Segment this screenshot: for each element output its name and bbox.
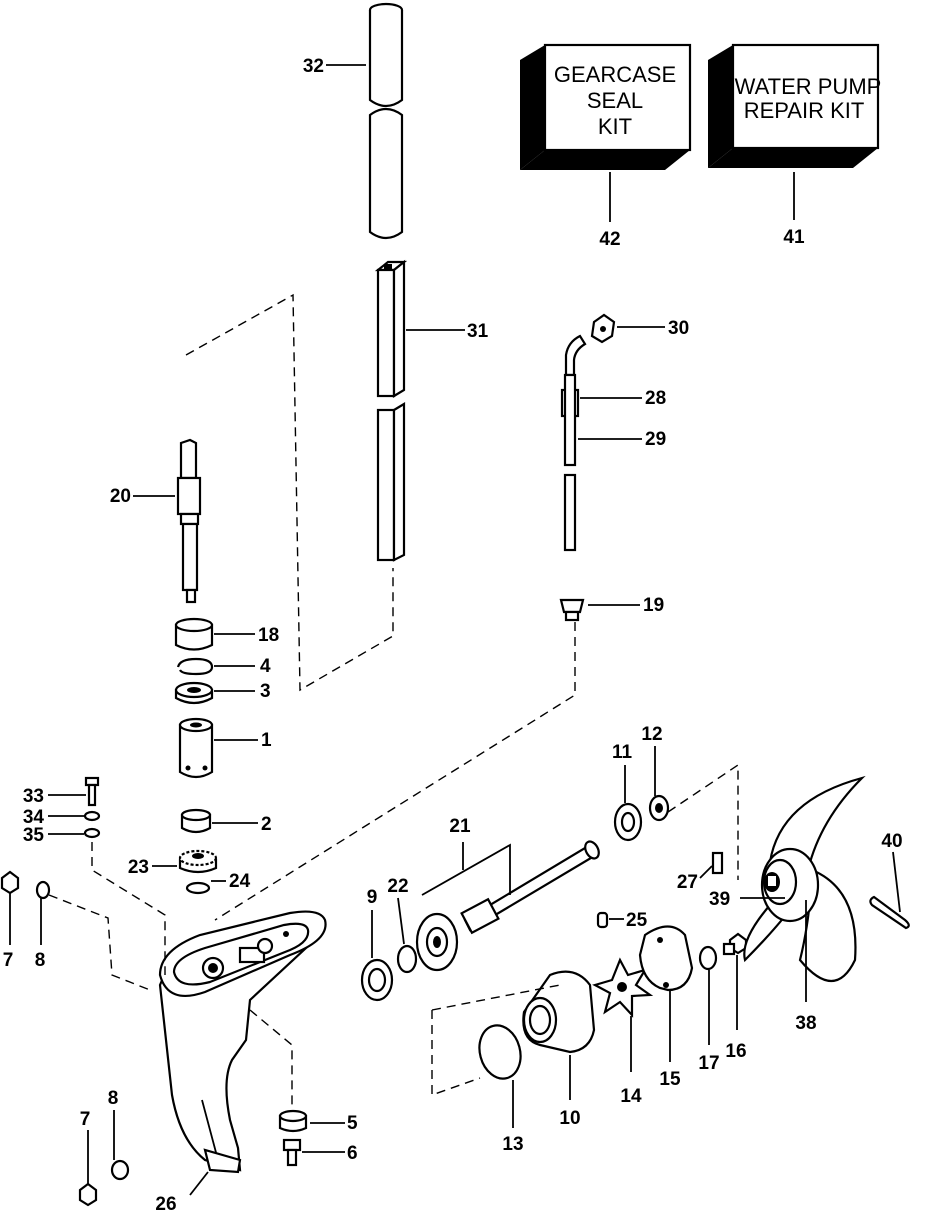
callout-4: 4: [260, 656, 271, 677]
plug-part-5: [278, 1109, 308, 1133]
callout-32: 32: [303, 56, 324, 77]
callout-20: 20: [110, 486, 131, 507]
callout-2: 2: [261, 814, 272, 835]
callout-9: 9: [367, 887, 378, 908]
bushing-part-18: [174, 617, 214, 651]
callout-7-lower: 7: [80, 1109, 91, 1130]
pump-housing-part-10: [522, 970, 596, 1054]
callout-18: 18: [258, 625, 279, 646]
retaining-ring-part-24: [185, 881, 211, 895]
callout-8-lower: 8: [108, 1088, 119, 1109]
nut-part-7-lower: [78, 1130, 98, 1207]
callout-41: 41: [783, 227, 805, 248]
washer-part-34: [83, 810, 101, 822]
callout-22: 22: [387, 876, 408, 897]
pin-part-27: [711, 851, 724, 875]
screw-part-16: [722, 932, 748, 956]
forward-gear-part-22-gear: [415, 912, 459, 972]
assembly-dashed-lines: [48, 293, 739, 1110]
callout-39: 39: [709, 889, 730, 910]
callout-16: 16: [725, 1041, 746, 1062]
bearing-part-9: [360, 958, 394, 1002]
seal-part-3: [174, 681, 214, 705]
retaining-ring-part-4: [176, 657, 214, 676]
grommet-part-19: [559, 598, 585, 622]
kit-42-line-3: KIT: [598, 114, 632, 139]
callout-11: 11: [612, 742, 633, 763]
o-ring-part-13: [478, 1024, 522, 1080]
callout-29: 29: [645, 429, 666, 450]
callout-40: 40: [881, 831, 902, 852]
seal-part-12: [648, 794, 670, 822]
propshaft-part-21: [460, 840, 600, 935]
callout-15: 15: [659, 1069, 681, 1090]
water-pump-repair-kit-box: WATER PUMP REPAIR KIT: [708, 43, 882, 168]
callout-6: 6: [347, 1143, 358, 1164]
callout-12: 12: [641, 724, 662, 745]
bushing-part-2: [180, 808, 212, 834]
callout-33: 33: [23, 786, 44, 807]
callout-19: 19: [643, 595, 664, 616]
callout-27: 27: [677, 872, 698, 893]
kit-42-line-2: SEAL: [587, 88, 643, 113]
washer-part-8-lower: [110, 1110, 130, 1181]
callout-28: 28: [645, 388, 666, 409]
shift-rod-parts-28-29-30: [560, 313, 616, 552]
callout-42: 42: [599, 229, 620, 250]
shaft-part-20: [176, 438, 202, 604]
kit-41-line-1: WATER PUMP: [735, 74, 882, 99]
water-tube-part-32: [368, 2, 404, 240]
pinion-gear-part-23: [178, 849, 218, 874]
nut-part-7-upper: [0, 870, 20, 945]
callout-1: 1: [261, 730, 272, 751]
cotter-pin-part-40: [869, 895, 910, 930]
callout-23: 23: [128, 857, 149, 878]
kit-42-line-1: GEARCASE: [554, 62, 676, 87]
washer-part-17: [698, 945, 718, 971]
callout-10: 10: [559, 1108, 580, 1129]
callout-24: 24: [229, 871, 251, 892]
callout-8-upper: 8: [35, 950, 46, 971]
callout-25: 25: [626, 910, 648, 931]
pin-part-25: [596, 911, 609, 929]
driveshaft-part-31: [374, 259, 408, 562]
callout-21: 21: [449, 816, 471, 837]
plate-part-15: [638, 925, 694, 992]
propeller-part-38: [743, 775, 866, 983]
callout-7-upper: 7: [3, 950, 14, 971]
callout-14: 14: [620, 1086, 642, 1107]
washer-part-8-upper: [35, 880, 51, 945]
callout-30: 30: [668, 318, 689, 339]
gearcase-housing-part-26: [158, 910, 327, 1174]
callout-31: 31: [467, 321, 489, 342]
bearing-part-11: [613, 802, 643, 842]
screw-part-33: [84, 776, 100, 807]
thrust-washer-part-22: [396, 944, 418, 974]
callout-13: 13: [502, 1134, 523, 1155]
callout-35: 35: [23, 825, 45, 846]
gearcase-seal-kit-box: GEARCASE SEAL KIT: [520, 43, 692, 170]
washer-part-35: [83, 827, 101, 839]
callout-17: 17: [698, 1053, 719, 1074]
screw-part-6: [282, 1138, 302, 1167]
cap-part-39: [764, 872, 780, 892]
housing-tube-part-1: [178, 717, 214, 779]
callout-34: 34: [23, 807, 45, 828]
kit-41-line-2: REPAIR KIT: [744, 98, 865, 123]
callout-3: 3: [260, 681, 271, 702]
callout-5: 5: [347, 1113, 358, 1134]
callout-26: 26: [155, 1194, 176, 1211]
callout-38: 38: [795, 1013, 816, 1034]
